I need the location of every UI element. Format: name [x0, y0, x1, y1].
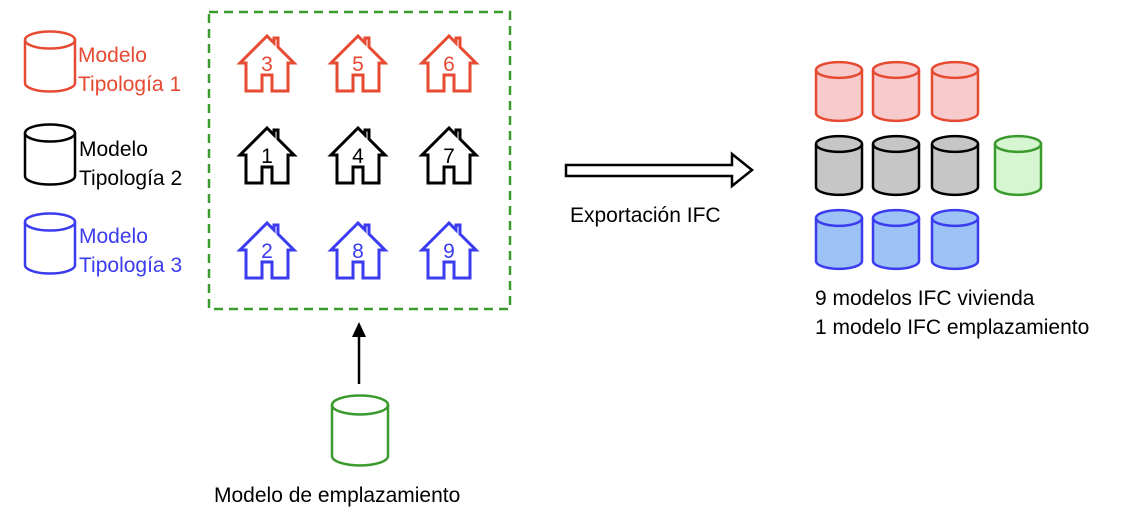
output-gray-cylinder-icon	[871, 134, 921, 197]
house-4-icon: 4	[329, 126, 387, 185]
house-number: 3	[261, 53, 273, 76]
house-7-icon: 7	[420, 126, 478, 185]
output-red-cylinder-icon	[814, 60, 864, 123]
house-9-icon: 9	[420, 221, 478, 280]
output-blue-cylinder-icon	[814, 208, 864, 271]
up-arrow-icon	[352, 322, 366, 384]
output-red-cylinder-icon	[930, 60, 980, 123]
tipologia-2-label: Modelo Tipología 2	[79, 135, 182, 193]
export-arrow-icon	[564, 151, 755, 189]
output-models	[814, 60, 1043, 271]
tipologia-1-label: Modelo Tipología 1	[78, 41, 181, 99]
tipologia-3-label: Modelo Tipología 3	[79, 222, 182, 280]
tipologia-3-line2: Tipología 3	[79, 254, 183, 277]
tipologia-2-line1: Modelo	[79, 138, 148, 161]
tipologia-1-line1: Modelo	[78, 44, 147, 67]
output-blue-cylinder-icon	[871, 208, 921, 271]
summary-label: 9 modelos IFC vivienda 1 modelo IFC empl…	[815, 284, 1089, 342]
house-number: 6	[443, 53, 455, 76]
export-label: Exportación IFC	[570, 204, 721, 227]
house-number: 8	[352, 240, 364, 263]
house-number: 4	[352, 145, 364, 168]
house-2-icon: 2	[238, 221, 296, 280]
summary-line-1: 9 modelos IFC vivienda	[815, 287, 1035, 310]
site-model-cylinder-icon	[330, 394, 390, 467]
output-gray-cylinder-icon	[930, 134, 980, 197]
house-6-icon: 6	[420, 34, 478, 93]
output-gray-cylinder-icon	[814, 134, 864, 197]
house-5-icon: 5	[329, 34, 387, 93]
tipologia-2-line2: Tipología 2	[79, 167, 183, 190]
tipologia-2-cylinder-icon	[23, 123, 77, 186]
tipologia-3-line1: Modelo	[79, 225, 148, 248]
summary-line-2: 1 modelo IFC emplazamiento	[815, 316, 1090, 339]
house-number: 2	[261, 240, 273, 263]
house-3-icon: 3	[238, 34, 296, 93]
house-grid: 3 5 6 1 4 7 2 8 9	[238, 34, 478, 280]
tipologia-3-cylinder-icon	[23, 212, 77, 275]
output-blue-cylinder-icon	[930, 208, 980, 271]
site-model-cylinder-icon	[330, 394, 390, 467]
tipologia-3-cylinder-icon	[23, 212, 77, 275]
output-red-cylinder-icon	[871, 60, 921, 123]
house-1-icon: 1	[238, 126, 296, 185]
tipologia-1-cylinder-icon	[23, 30, 77, 93]
house-number: 7	[443, 145, 455, 168]
site-model-label: Modelo de emplazamiento	[214, 484, 461, 507]
output-green-cylinder-icon	[993, 134, 1043, 197]
site-boundary	[207, 10, 512, 311]
house-8-icon: 8	[329, 221, 387, 280]
house-number: 1	[261, 145, 273, 168]
tipologia-1-cylinder-icon	[23, 30, 77, 93]
tipologia-2-cylinder-icon	[23, 123, 77, 186]
tipologia-1-line2: Tipología 1	[78, 73, 182, 96]
house-number: 5	[352, 53, 364, 76]
house-number: 9	[443, 240, 455, 263]
